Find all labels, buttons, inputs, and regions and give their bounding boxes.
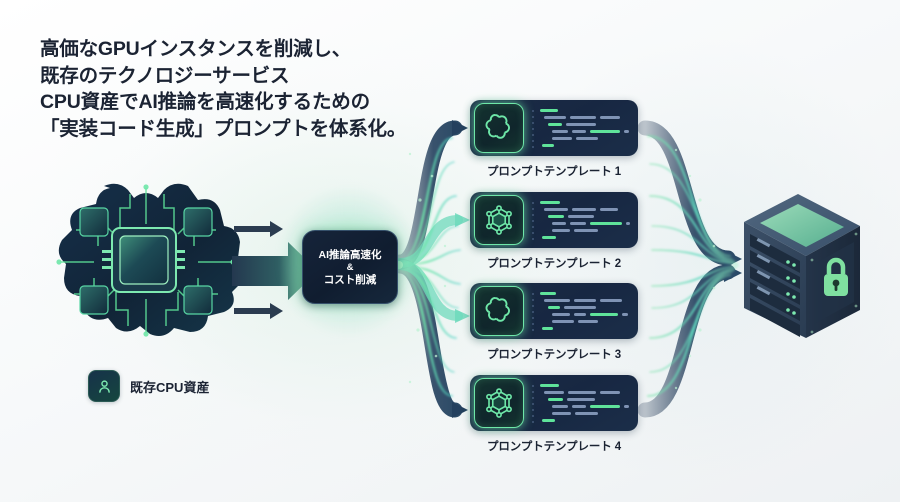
code-snippet-panel bbox=[530, 104, 634, 152]
code-snippet-panel bbox=[530, 287, 634, 335]
cpu-chip-icon bbox=[46, 178, 246, 343]
prompt-template-card-2[interactable] bbox=[470, 192, 638, 248]
prompt-template-card-1[interactable] bbox=[470, 100, 638, 156]
code-snippet-panel bbox=[530, 379, 634, 427]
prompt-template-label-2: プロンプトテンプレート 2 bbox=[486, 258, 622, 270]
prompt-template-label-3: プロンプトテンプレート 3 bbox=[486, 349, 622, 361]
prompt-template-label-4: プロンプトテンプレート 4 bbox=[486, 441, 622, 453]
prompt-template-label-1: プロンプトテンプレート 1 bbox=[486, 166, 622, 178]
node-graph-cube-icon bbox=[474, 378, 524, 428]
openai-flower-icon bbox=[474, 286, 524, 336]
server-rack-icon bbox=[736, 186, 868, 346]
core-node: AI推論高速化 & コスト削減 bbox=[302, 230, 398, 304]
core-line-1: AI推論高速化 bbox=[318, 248, 382, 261]
code-snippet-panel bbox=[530, 196, 634, 244]
node-graph-cube-icon bbox=[474, 195, 524, 245]
legend-existing-cpu: 既存CPU資産 bbox=[88, 370, 209, 402]
user-person-icon bbox=[88, 370, 120, 402]
prompt-template-card-3[interactable] bbox=[470, 283, 638, 339]
core-line-3: コスト削減 bbox=[323, 273, 377, 286]
openai-flower-icon bbox=[474, 103, 524, 153]
padlock-icon bbox=[824, 257, 848, 296]
prompt-template-card-4[interactable] bbox=[470, 375, 638, 431]
page-title: 高価なGPUインスタンスを削減し、 既存のテクノロジーサービス CPU資産でAI… bbox=[40, 38, 407, 140]
legend-label: 既存CPU資産 bbox=[130, 379, 210, 395]
core-line-2: & bbox=[346, 261, 354, 273]
